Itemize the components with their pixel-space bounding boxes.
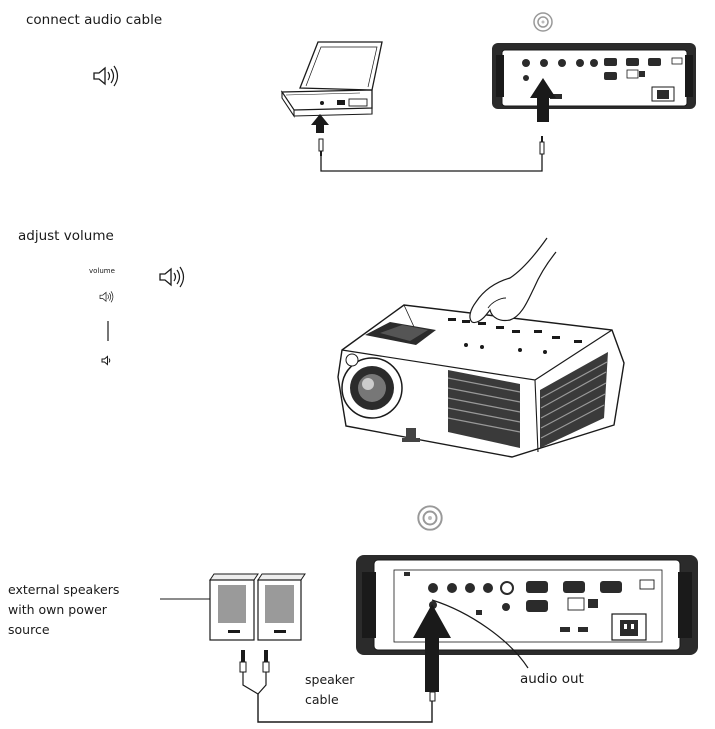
volume-label: volume <box>89 267 115 275</box>
speaker-icon <box>93 65 119 87</box>
external-speakers-label: external speakers with own power source <box>8 582 120 637</box>
speaker-cable <box>239 650 436 723</box>
focus-ring-icon <box>417 505 443 531</box>
speaker-cable-label: speaker cable <box>305 672 355 707</box>
audio-out-leader <box>431 599 529 669</box>
up-arrow-icon <box>311 114 329 133</box>
volume-up-icon <box>99 290 114 303</box>
audio-out-label: audio out <box>520 671 584 687</box>
projector-rear-icon <box>492 43 696 109</box>
speakers-icon <box>209 573 306 641</box>
projector-rear-icon <box>356 555 698 655</box>
projector-icon <box>337 304 625 458</box>
volume-down-icon <box>101 355 111 366</box>
up-arrow-icon <box>413 604 451 692</box>
adjust-volume-title: adjust volume <box>18 228 114 244</box>
connect-audio-cable-title: connect audio cable <box>26 12 163 28</box>
hand-icon <box>469 237 557 324</box>
up-arrow-icon <box>530 78 556 122</box>
laptop-icon <box>280 41 383 118</box>
focus-ring-icon <box>533 12 553 32</box>
speaker-icon <box>159 266 185 288</box>
audio-cable <box>318 136 545 172</box>
